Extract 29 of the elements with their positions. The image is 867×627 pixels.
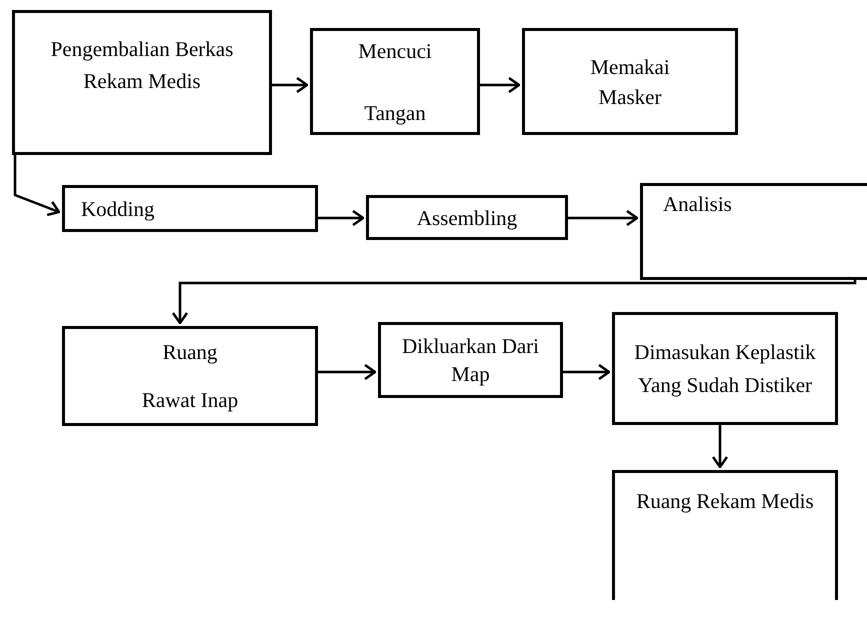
- process-box: [522, 28, 738, 135]
- process-box: [310, 28, 480, 135]
- box-label: Kodding: [81, 196, 154, 222]
- box-label: Mencuci Tangan: [357, 38, 433, 126]
- box-label: Dimasukan Keplastik Yang Sudah Distiker: [633, 338, 817, 398]
- arrow: [480, 76, 520, 94]
- process-box: [378, 322, 563, 398]
- arrow: [712, 425, 728, 468]
- box-label: Ruang Rekam Medis: [636, 488, 814, 515]
- process-box: [612, 312, 838, 425]
- arrow: [568, 210, 638, 226]
- box-label: Assembling: [416, 204, 518, 232]
- process-box: [62, 185, 318, 232]
- arrow: [272, 76, 308, 94]
- box-label: Pengembalian Berkas Rekam Medis: [50, 36, 234, 95]
- process-box: [366, 195, 568, 240]
- arrow: [318, 364, 376, 380]
- arrow: [318, 210, 364, 226]
- box-label: Ruang Rawat Inap: [140, 339, 240, 414]
- arrow: [563, 364, 610, 380]
- process-box: [640, 183, 867, 280]
- box-label: Memakai Masker: [589, 54, 671, 110]
- process-box: [12, 10, 272, 155]
- box-label: Analisis: [663, 191, 732, 218]
- box-label: Dikluarkan Dari Map: [400, 333, 540, 388]
- arrow: [172, 278, 856, 324]
- process-box: [612, 470, 838, 600]
- arrow: [14, 155, 60, 216]
- process-box: [62, 326, 318, 426]
